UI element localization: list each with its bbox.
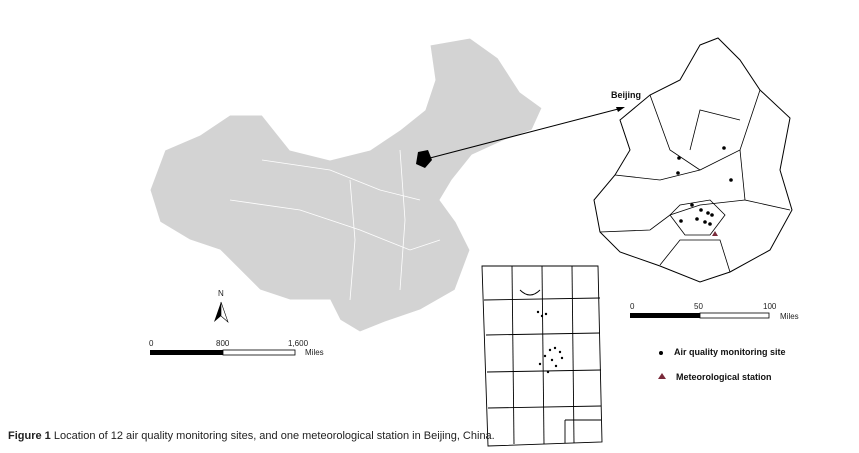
north-label: N <box>218 289 224 298</box>
district-borders <box>599 89 791 273</box>
pointer-arrow <box>429 107 623 159</box>
beijing-scale-bar-dark <box>630 313 700 318</box>
beijing-map <box>593 37 793 283</box>
legend-triangle-icon <box>658 373 666 379</box>
province-borders <box>229 149 441 301</box>
legend-label-meteorological: Meteorological station <box>676 372 772 382</box>
figure-label: Figure 1 <box>8 430 51 442</box>
beijing-highlight <box>416 150 432 168</box>
china-scale-tick: 800 <box>216 339 230 348</box>
monitoring-sites <box>676 146 733 226</box>
legend-label-air-quality: Air quality monitoring site <box>674 347 786 357</box>
north-arrow-icon <box>214 302 221 322</box>
inset-sites <box>536 310 564 374</box>
beijing-title: Beijing <box>611 90 642 100</box>
legend-dot-icon <box>659 351 663 355</box>
caption-text: Location of 12 air quality monitoring si… <box>53 430 495 442</box>
urban-inset-map <box>481 265 603 447</box>
beijing-scale-tick: 100 <box>763 302 777 311</box>
china-scale-tick: 0 <box>149 339 154 348</box>
beijing-scale-tick: 0 <box>630 302 635 311</box>
china-scale-bar-dark <box>150 350 223 355</box>
beijing-scale-tick: 50 <box>694 302 703 311</box>
beijing-scale-bar-light <box>699 312 770 319</box>
china-scale-tick: 1,600 <box>288 339 309 348</box>
arrow-head <box>616 107 625 112</box>
china-scale-unit: Miles <box>305 348 324 357</box>
meteorological-station-marker <box>712 231 718 236</box>
figure-caption: Figure 1 Location of 12 air quality moni… <box>8 430 495 442</box>
china-scale-bar-light <box>222 349 296 356</box>
china-map <box>149 37 543 333</box>
beijing-scale-unit: Miles <box>780 312 799 321</box>
